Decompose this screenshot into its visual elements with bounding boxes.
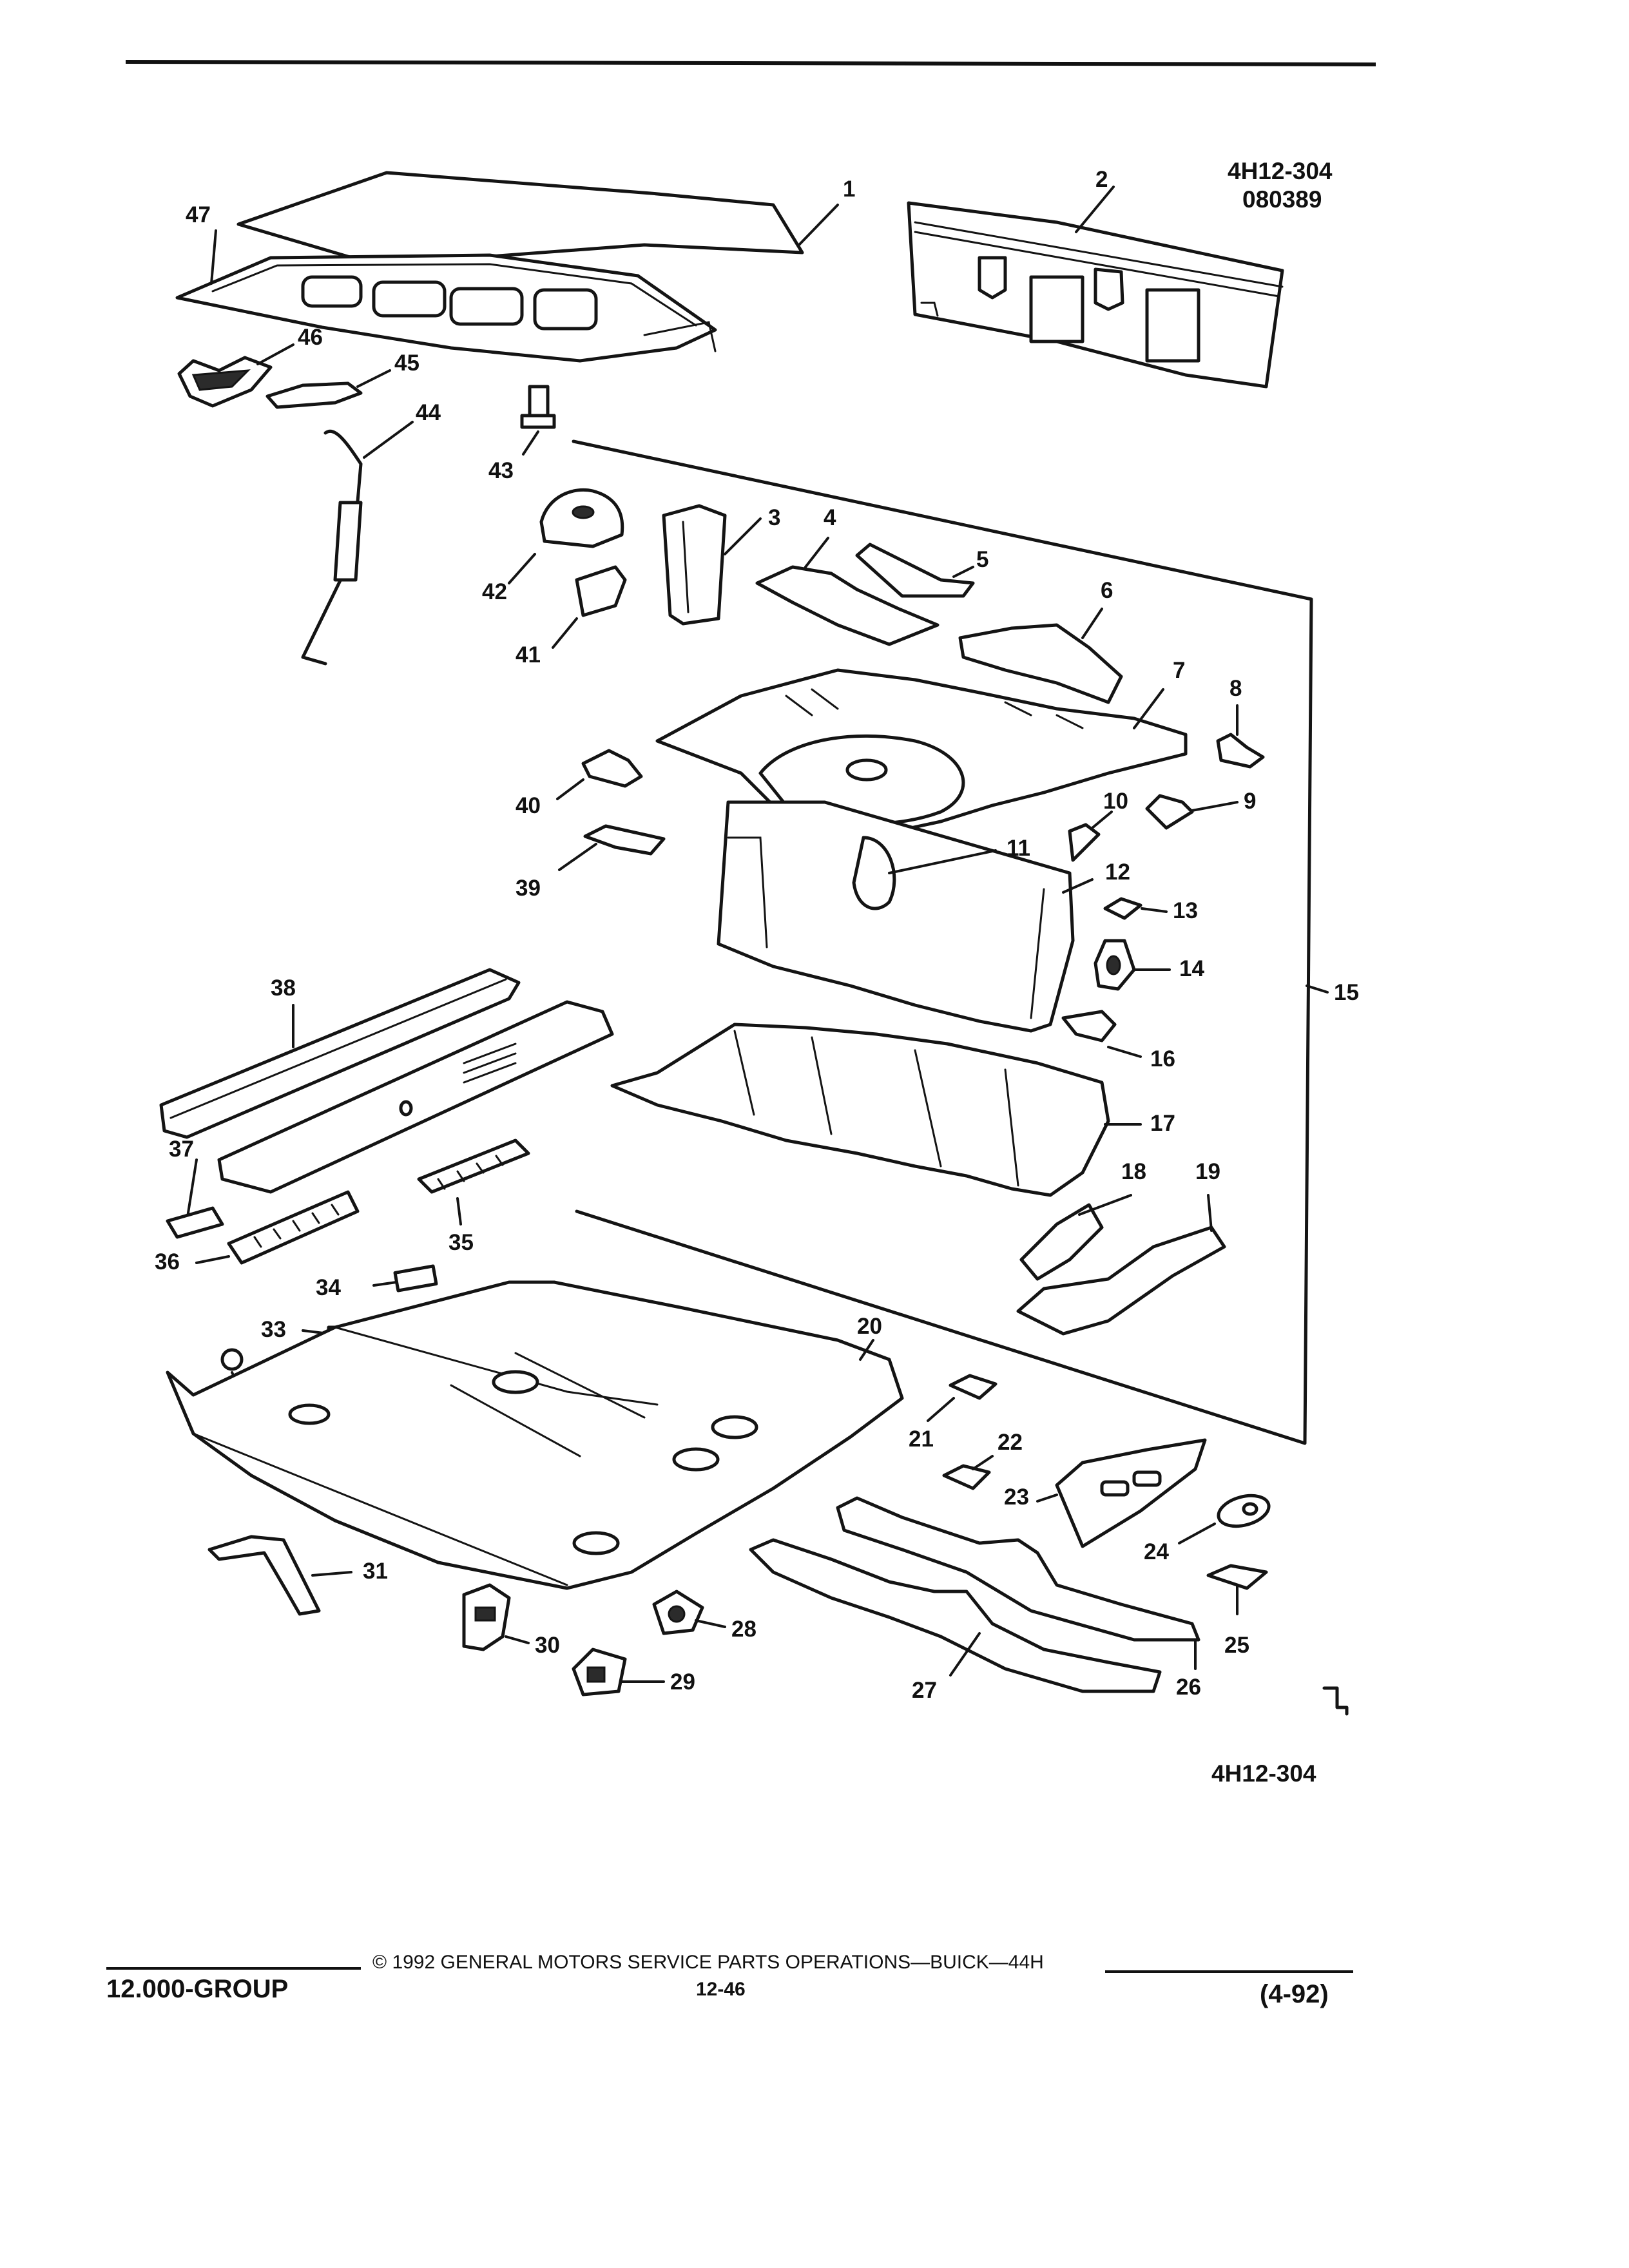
part-21-clip	[949, 1374, 998, 1400]
figure-date: 080389	[1242, 186, 1322, 213]
callout-30: 30	[535, 1633, 560, 1658]
callout-42: 42	[482, 579, 507, 604]
part-31-bracket	[207, 1535, 321, 1616]
footer-copyright: © 1992 GENERAL MOTORS SERVICE PARTS OPER…	[372, 1952, 1044, 1973]
callout-25: 25	[1224, 1633, 1249, 1658]
part-28-grommet	[652, 1590, 704, 1635]
callout-21: 21	[909, 1427, 934, 1452]
figure-code: 4H12-304	[1228, 158, 1333, 184]
part-deck-lid	[175, 171, 804, 363]
part-46-hinge	[177, 356, 273, 408]
callout-43: 43	[488, 458, 514, 483]
part-25-clip	[1206, 1564, 1268, 1590]
part-18-panel	[1019, 1203, 1104, 1281]
part-rear-panel	[907, 201, 1284, 389]
part-8-clip	[1216, 733, 1265, 769]
part-37-sill	[217, 1000, 614, 1194]
callout-34: 34	[316, 1275, 341, 1300]
part-30-bracket	[462, 1583, 511, 1651]
part-42-mount	[539, 488, 624, 548]
callout-28: 28	[731, 1617, 757, 1642]
callout-40: 40	[516, 793, 541, 818]
part-36-reinforcement	[227, 1190, 360, 1265]
part-10-clip	[1068, 823, 1101, 862]
callout-46: 46	[298, 325, 323, 350]
part-13-clip	[1103, 897, 1142, 920]
callout-38: 38	[271, 975, 296, 1001]
part-45-bracket	[265, 381, 363, 409]
part-12-compartment-pan	[717, 800, 1075, 1033]
part-9-clip	[1145, 794, 1194, 830]
callout-39: 39	[516, 876, 541, 901]
callout-33: 33	[261, 1317, 286, 1342]
callout-35: 35	[448, 1230, 474, 1255]
callout-9: 9	[1244, 789, 1256, 814]
callout-37: 37	[169, 1137, 194, 1162]
artist-mark	[1322, 1686, 1349, 1716]
callout-16: 16	[1150, 1046, 1175, 1072]
part-17-rear-floor	[610, 1023, 1110, 1197]
callout-19: 19	[1195, 1159, 1220, 1184]
part-20-floor-pan	[166, 1280, 904, 1590]
callout-45: 45	[394, 351, 419, 376]
callout-20: 20	[857, 1314, 882, 1339]
part-40-bracket	[581, 749, 643, 788]
part-14-bumper	[1094, 939, 1136, 991]
callout-8: 8	[1229, 676, 1242, 701]
callout-31: 31	[363, 1559, 388, 1584]
part-29-bracket	[572, 1648, 627, 1696]
callout-13: 13	[1173, 898, 1198, 923]
callout-3: 3	[768, 505, 780, 530]
callout-29: 29	[670, 1669, 695, 1695]
callout-15: 15	[1334, 980, 1359, 1005]
header-rule	[125, 60, 1376, 66]
callout-10: 10	[1103, 789, 1128, 814]
part-24-plug	[1217, 1494, 1271, 1528]
part-4-bracket	[755, 565, 940, 646]
part-32-grommet	[220, 1348, 244, 1371]
callout-11: 11	[1007, 836, 1030, 861]
group-boundary	[572, 439, 1313, 1445]
part-34-plug	[393, 1264, 438, 1293]
part-35-reinforcement	[417, 1139, 530, 1194]
part-16-clip	[1061, 1010, 1117, 1043]
part-22-clip	[942, 1464, 991, 1490]
callout-23: 23	[1004, 1485, 1029, 1510]
callout-18: 18	[1121, 1159, 1146, 1184]
callout-26: 26	[1176, 1675, 1201, 1700]
footer-revision: (4-92)	[1260, 1980, 1329, 2008]
callout-7: 7	[1173, 658, 1185, 683]
callout-41: 41	[516, 642, 541, 668]
part-26-crossmember	[836, 1496, 1200, 1642]
part-43-bolt	[520, 385, 556, 429]
callout-27: 27	[912, 1678, 937, 1703]
callout-44: 44	[416, 400, 441, 425]
footer-page: 12-46	[696, 1979, 746, 2000]
callout-6: 6	[1101, 578, 1113, 603]
part-38-rocker	[159, 968, 521, 1139]
callout-4: 4	[824, 505, 836, 530]
callout-2: 2	[1095, 167, 1108, 192]
part-44-rod	[301, 430, 363, 666]
figure-code-bottom: 4H12-304	[1211, 1760, 1316, 1787]
part-19-panel	[1016, 1225, 1226, 1336]
footer-group: 12.000-GROUP	[106, 1975, 288, 2003]
callout-24: 24	[1144, 1539, 1169, 1564]
callout-12: 12	[1105, 860, 1130, 885]
part-6-extension	[958, 623, 1123, 704]
part-27-crossmember	[749, 1538, 1162, 1693]
part-5-rail	[855, 543, 975, 598]
callout-5: 5	[976, 547, 988, 572]
callout-36: 36	[155, 1249, 180, 1274]
part-3-pillar	[662, 504, 727, 626]
callout-22: 22	[998, 1430, 1023, 1455]
callout-14: 14	[1179, 956, 1204, 981]
callout-1: 1	[843, 177, 855, 202]
callout-17: 17	[1150, 1111, 1175, 1136]
part-41-bracket	[575, 565, 627, 617]
callout-47: 47	[186, 202, 211, 227]
part-23-panel	[1055, 1438, 1207, 1548]
part-39-plate	[583, 824, 666, 856]
